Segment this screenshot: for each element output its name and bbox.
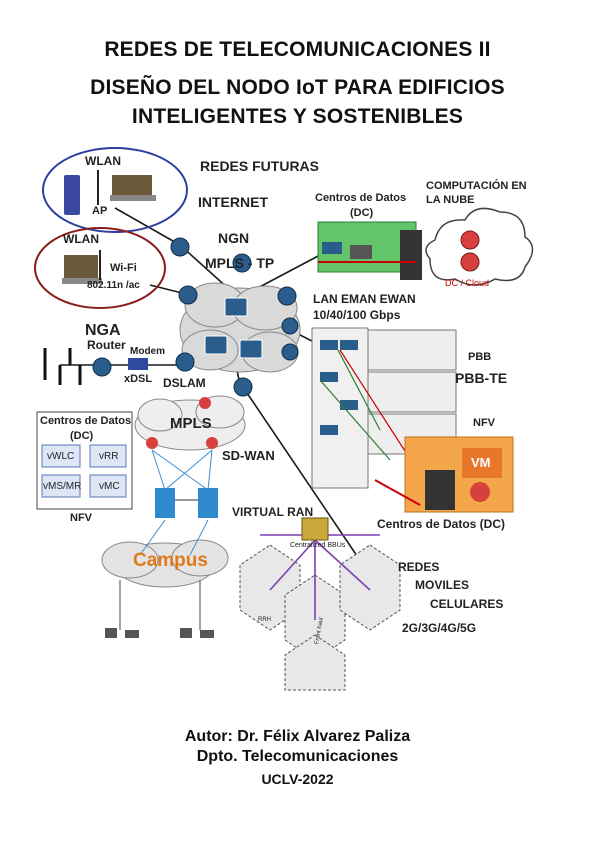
title-line-1: REDES DE TELECOMUNICACIONES II bbox=[104, 38, 491, 61]
label-redes: REDES bbox=[398, 560, 440, 574]
label-xdsl: xDSL bbox=[124, 373, 153, 385]
label-nfv-left: NFV bbox=[70, 512, 92, 524]
department: Dpto. Telecomunicaciones bbox=[196, 748, 399, 765]
label-router: Router bbox=[87, 338, 126, 352]
label-modem: Modem bbox=[130, 346, 165, 357]
label-vwlc: vWLC bbox=[47, 451, 75, 462]
label-moviles: MOVILES bbox=[415, 578, 470, 592]
label-dslam: DSLAM bbox=[163, 376, 206, 390]
label-vm: VM bbox=[471, 455, 491, 470]
label-campus: Campus bbox=[133, 550, 208, 571]
label-dc-left: Centros de Datos bbox=[40, 415, 132, 427]
label-gbps: 10/40/100 Gbps bbox=[313, 308, 401, 322]
label-pbb: PBB bbox=[468, 351, 492, 363]
label-wifi-std: 802.11n /ac bbox=[87, 280, 140, 291]
label-wlan-2: WLAN bbox=[63, 232, 99, 246]
label-vmsmr: vMS/MR bbox=[43, 481, 82, 492]
institution: UCLV-2022 bbox=[261, 771, 334, 787]
label-ap: AP bbox=[92, 205, 108, 217]
label-vmc: vMC bbox=[99, 481, 120, 492]
label-dc-top: Centros de Datos bbox=[315, 192, 407, 204]
label-generations: 2G/3G/4G/5G bbox=[402, 621, 477, 635]
label-cloud-title-2: LA NUBE bbox=[426, 194, 475, 206]
label-mpls-tp: MPLS - TP bbox=[205, 255, 275, 271]
label-dc-bottom: Centros de Datos (DC) bbox=[377, 517, 506, 531]
label-rrh: RRH bbox=[258, 617, 271, 623]
label-vrr: vRR bbox=[99, 451, 119, 462]
label-ngn: NGN bbox=[218, 230, 250, 246]
label-cloud-title: COMPUTACIÓN EN bbox=[426, 180, 527, 192]
label-nga: NGA bbox=[85, 322, 121, 339]
label-wifi: Wi-Fi bbox=[110, 262, 137, 274]
label-wlan-1: WLAN bbox=[85, 154, 121, 168]
label-internet: INTERNET bbox=[198, 194, 268, 210]
label-centralized-bbus: Centralized BBUs bbox=[290, 542, 346, 549]
title-line-2: DISEÑO DEL NODO IoT PARA EDIFICIOS bbox=[90, 76, 505, 99]
label-virtual-ran: VIRTUAL RAN bbox=[232, 505, 314, 519]
label-dc-cloud: DC / Cloud bbox=[445, 278, 490, 288]
label-sdwan: SD-WAN bbox=[222, 448, 275, 463]
label-pbb-te: PBB-TE bbox=[455, 370, 508, 386]
author: Autor: Dr. Félix Alvarez Paliza bbox=[184, 728, 411, 745]
label-lan-eman: LAN EMAN EWAN bbox=[313, 292, 416, 306]
title-line-3: INTELIGENTES Y SOSTENIBLES bbox=[131, 105, 464, 128]
label-redes-futuras: REDES FUTURAS bbox=[200, 158, 320, 174]
label-mpls: MPLS bbox=[170, 415, 212, 432]
label-celulares: CELULARES bbox=[430, 597, 504, 611]
label-dc-top-abbr: (DC) bbox=[350, 207, 374, 219]
label-nfv-right: NFV bbox=[473, 417, 495, 429]
label-dc-left-abbr: (DC) bbox=[70, 430, 94, 442]
